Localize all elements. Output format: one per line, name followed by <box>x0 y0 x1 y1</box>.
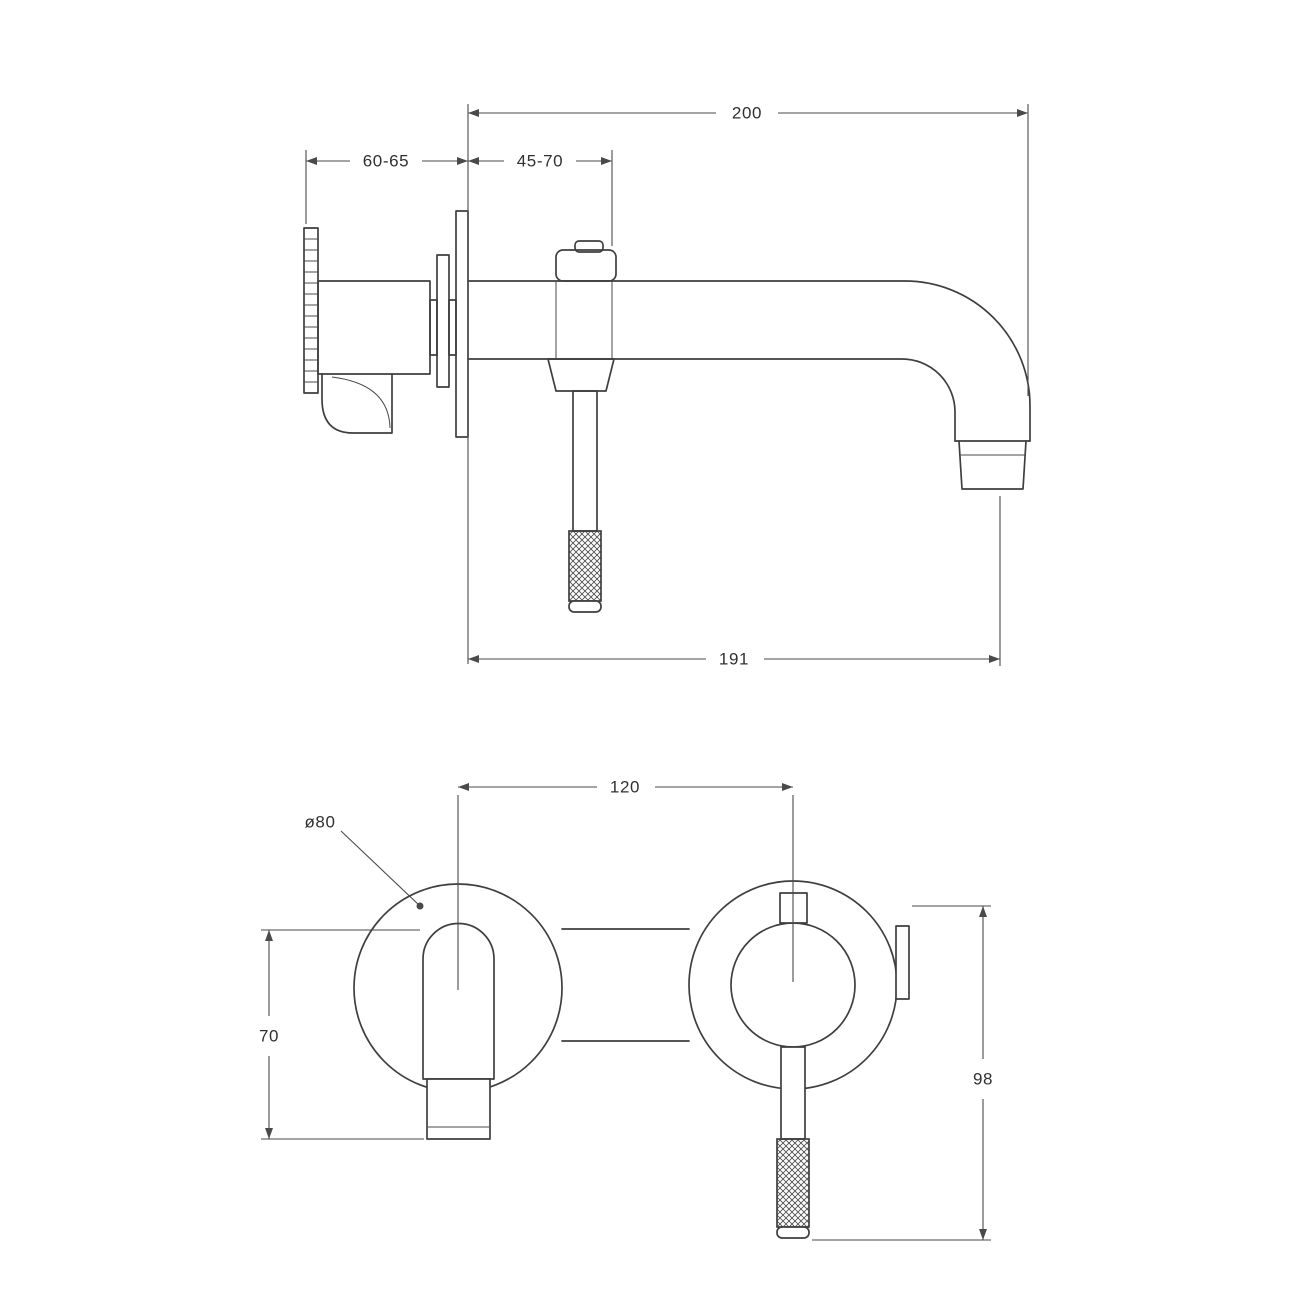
lever-cap <box>555 240 617 282</box>
handle-tip-front <box>776 1226 810 1239</box>
thread-strip <box>303 227 319 394</box>
handle-rod-side <box>572 390 598 532</box>
handle-knurl-front <box>776 1138 810 1228</box>
dimension-trim-adjustment: 45-70 <box>468 150 613 246</box>
dim-label-98: 98 <box>973 1070 993 1089</box>
body-lower-cup-curve <box>331 376 391 429</box>
arrow-left <box>468 109 479 117</box>
aerator-front <box>426 1078 491 1140</box>
dimension-handle-drop: 98 <box>812 905 993 1241</box>
dimension-escutcheon-diameter: ø80 <box>304 813 424 910</box>
dim-label-45-70: 45-70 <box>517 152 563 171</box>
handle-collar <box>547 358 615 392</box>
arrow-left <box>306 157 317 165</box>
dimension-wall-to-aerator: 191 <box>468 496 1001 669</box>
thread-strip-outline <box>303 227 319 394</box>
mounting-plate <box>436 254 450 388</box>
dim-label-60-65: 60-65 <box>363 152 409 171</box>
handle-knurl-side <box>568 530 602 602</box>
body-cylinder <box>317 280 431 375</box>
arrow-right <box>601 157 612 165</box>
thread-ticks <box>304 238 318 383</box>
side-tab <box>895 925 910 1000</box>
arrow-right <box>782 783 793 791</box>
dim-label-191: 191 <box>719 650 749 669</box>
spout-front <box>422 922 495 1140</box>
arrow-up <box>979 906 987 917</box>
dim-label-70: 70 <box>259 1027 279 1046</box>
aerator-side <box>958 440 1027 490</box>
dimension-spout-reach: 200 <box>467 104 1029 664</box>
side-view: 200 60-65 45-70 191 <box>303 104 1031 669</box>
handle-tip-side <box>568 600 602 613</box>
escutcheon-plate-side <box>455 210 469 438</box>
arrow-right <box>989 655 1000 663</box>
handle-front <box>776 1046 810 1239</box>
lever-body <box>555 249 617 282</box>
arrow-left <box>458 783 469 791</box>
spout-tube-front <box>422 922 495 1080</box>
spout-side <box>467 280 1031 490</box>
body-connector-1 <box>429 299 438 356</box>
dimension-rough-in-depth: 60-65 <box>305 150 468 224</box>
arrow-left <box>468 157 479 165</box>
arrow-down <box>265 1128 273 1139</box>
dimension-center-distance: 120 <box>457 778 794 990</box>
arrow-left <box>468 655 479 663</box>
body-connector-2 <box>448 299 457 356</box>
arrow-right <box>1017 109 1028 117</box>
dim-label-120: 120 <box>610 778 640 797</box>
spout-inner-edge <box>467 358 956 442</box>
dim-label-200: 200 <box>732 104 762 123</box>
leader-dot <box>416 902 424 910</box>
arrow-down <box>979 1229 987 1240</box>
mixer-body <box>317 210 469 438</box>
handle-side <box>547 358 615 613</box>
leader-line <box>340 830 421 907</box>
lever-knob <box>574 240 604 253</box>
spout-outer-edge <box>467 280 1031 442</box>
dimension-spout-drop: 70 <box>259 929 424 1140</box>
body-lower-cup <box>321 373 393 434</box>
arrow-up <box>265 930 273 941</box>
dim-label-diameter-80: ø80 <box>304 813 335 832</box>
arrow-right <box>457 157 468 165</box>
handle-rod-front <box>780 1046 806 1140</box>
front-view: 120 ø80 70 98 <box>259 778 993 1241</box>
